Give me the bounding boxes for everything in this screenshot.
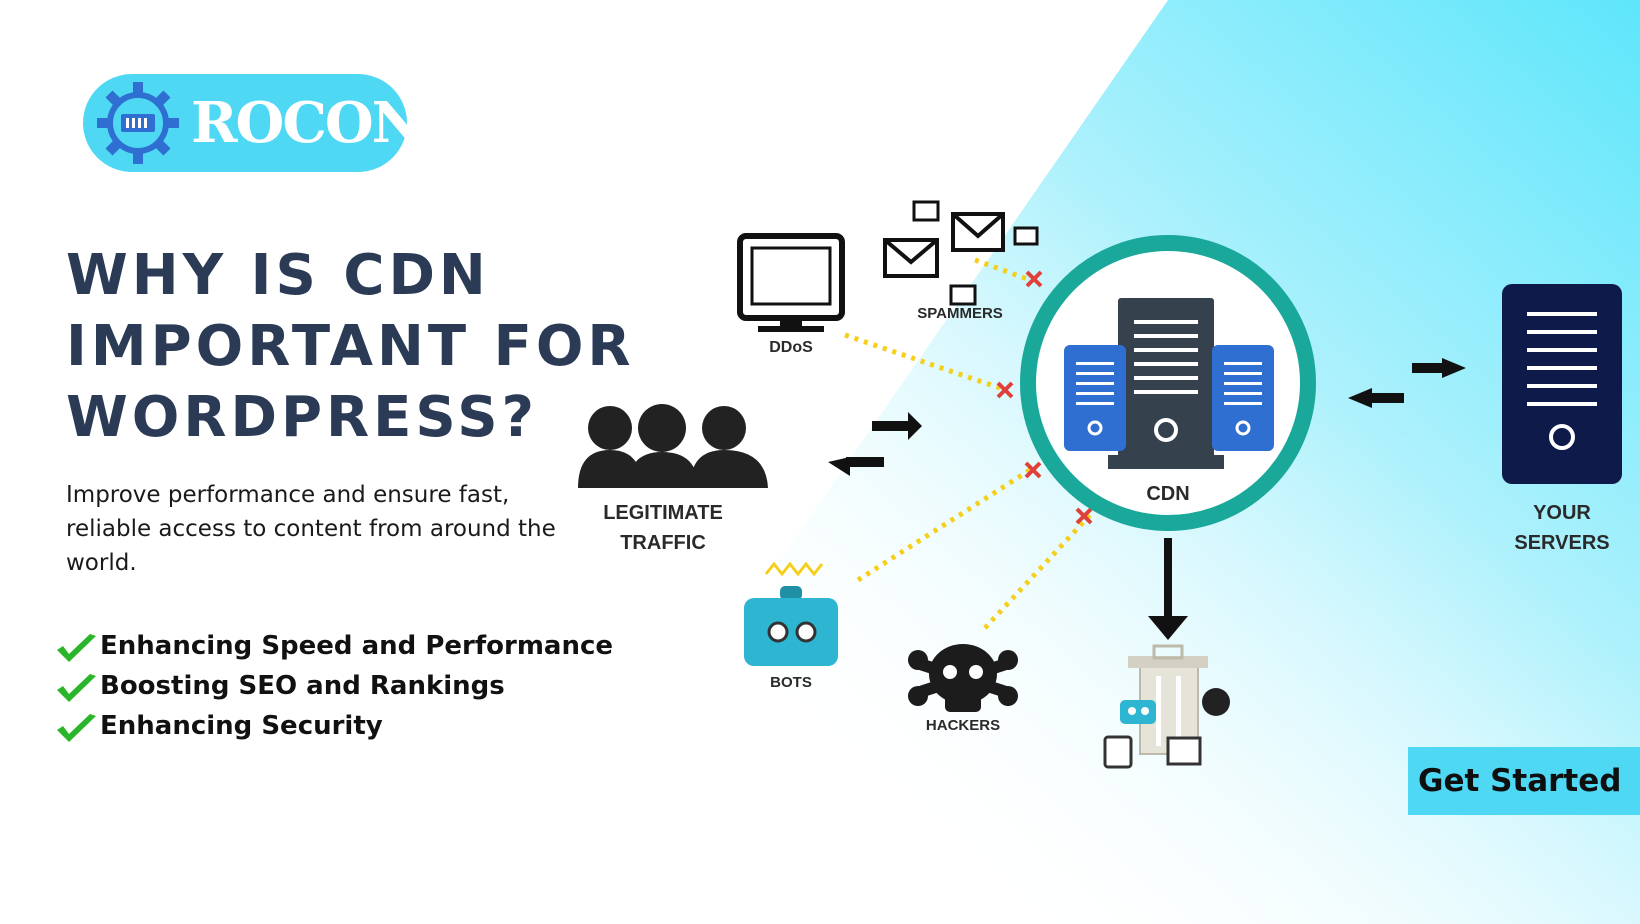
server-icon	[1502, 284, 1622, 484]
feature-item: Boosting SEO and Rankings	[54, 668, 694, 708]
get-started-button[interactable]: Get Started	[1408, 747, 1640, 815]
feature-label: Boosting SEO and Rankings	[100, 671, 505, 701]
brand-logo[interactable]: ROCON	[83, 74, 423, 172]
page-title: WHY IS CDN IMPORTANT FOR WORDPRESS?	[66, 240, 686, 453]
arrow-icon	[1348, 358, 1466, 408]
traffic-label-line-2: TRAFFIC	[620, 532, 706, 554]
check-icon	[57, 634, 96, 662]
server-icon	[1064, 298, 1274, 469]
brand-name: ROCON	[191, 90, 423, 156]
traffic-label-line-1: LEGITIMATE	[603, 502, 723, 524]
skull-icon	[908, 644, 1018, 712]
monitor-icon	[737, 233, 845, 332]
feature-item: Enhancing Speed and Performance	[54, 628, 694, 668]
gear-icon	[97, 82, 179, 164]
attack-lines	[844, 257, 1092, 630]
arrow-icon	[1148, 538, 1188, 640]
block-x-icon	[996, 270, 1093, 525]
trash-icon	[1103, 644, 1230, 769]
headline-line-2: IMPORTANT FOR	[66, 314, 635, 379]
ddos-label: DDoS	[769, 339, 813, 356]
envelope-icon	[883, 200, 1039, 306]
headline-line-1: WHY IS CDN	[66, 243, 490, 308]
check-icon	[57, 674, 96, 702]
feature-list: Enhancing Speed and Performance Boosting…	[54, 628, 694, 748]
cdn-label: CDN	[1146, 483, 1189, 505]
feature-label: Enhancing Security	[100, 711, 383, 741]
servers-label-line-2: SERVERS	[1514, 532, 1609, 554]
feature-item: Enhancing Security	[54, 708, 694, 748]
hero-subtext: Improve performance and ensure fast, rel…	[66, 482, 556, 576]
bots-label: BOTS	[770, 674, 812, 691]
robot-icon	[744, 561, 838, 666]
people-icon	[578, 404, 768, 488]
headline-line-3: WORDPRESS?	[66, 385, 539, 450]
spammers-label: SPAMMERS	[917, 305, 1003, 322]
feature-label: Enhancing Speed and Performance	[100, 631, 614, 661]
skull-eyes	[943, 665, 983, 679]
arrow-icon	[828, 412, 922, 476]
servers-label-line-1: YOUR	[1533, 502, 1591, 524]
check-icon	[57, 714, 96, 742]
hackers-label: HACKERS	[926, 717, 1000, 734]
